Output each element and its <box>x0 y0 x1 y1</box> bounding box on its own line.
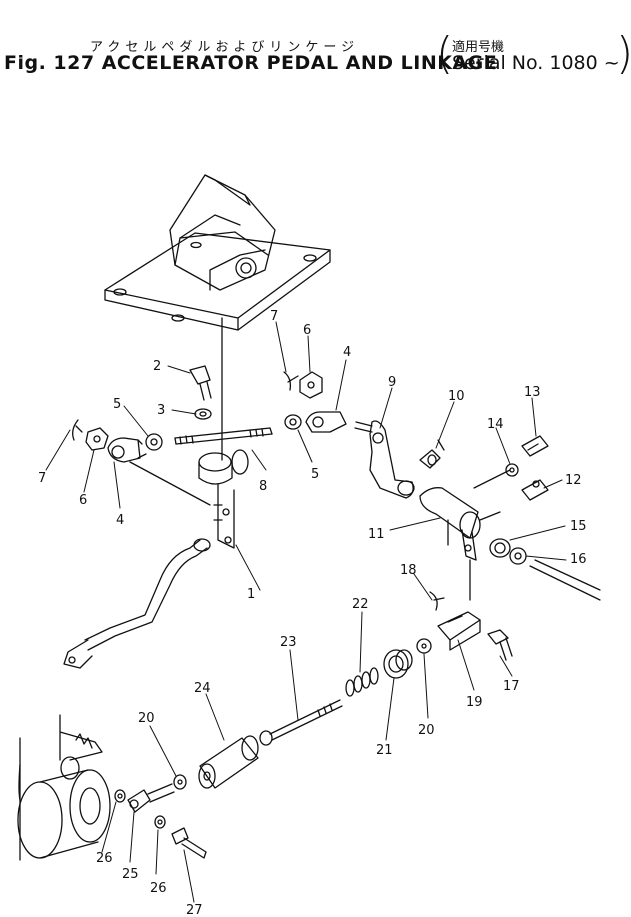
rod-23 <box>259 699 343 746</box>
nut-6-left <box>85 427 109 451</box>
pedal-body <box>169 174 276 291</box>
nut-14 <box>505 463 519 477</box>
label-20-right: 20 <box>418 723 435 738</box>
label-5-left: 5 <box>113 397 121 412</box>
label-7-left: 7 <box>38 471 46 486</box>
spring-22 <box>345 667 379 697</box>
label-27: 27 <box>186 903 203 917</box>
lever-1 <box>198 317 249 549</box>
label-25: 25 <box>122 867 139 882</box>
label-13: 13 <box>524 385 541 400</box>
joint-leader <box>129 461 211 506</box>
cylinder-24 <box>198 735 259 789</box>
label-3: 3 <box>157 403 165 418</box>
left-parenthesis: ( <box>436 28 454 79</box>
label-15: 15 <box>570 519 587 534</box>
nut-20-right <box>416 638 432 654</box>
label-12: 12 <box>565 473 582 488</box>
label-4-left: 4 <box>116 513 124 528</box>
label-2: 2 <box>153 359 161 374</box>
pin-17 <box>487 629 513 661</box>
leader-lines <box>45 321 567 903</box>
pedal-plate <box>104 232 331 331</box>
nut-20-left <box>173 774 187 790</box>
clevis-19 <box>437 611 481 651</box>
serial-number: Serial No. 1080 ~ <box>452 52 620 74</box>
label-8: 8 <box>259 479 267 494</box>
label-6-left: 6 <box>79 493 87 508</box>
arm-9 <box>354 420 415 499</box>
washer-3 <box>194 408 212 420</box>
label-24: 24 <box>194 681 211 696</box>
cotter-pin-7-left <box>72 419 83 441</box>
label-23: 23 <box>280 635 297 650</box>
label-11: 11 <box>368 527 385 542</box>
fitting-12 <box>521 479 549 501</box>
label-26-right: 26 <box>150 881 167 896</box>
label-6-right: 6 <box>303 323 311 338</box>
label-18: 18 <box>400 563 417 578</box>
serial-label-japanese: 適用号機 <box>452 40 505 55</box>
label-17: 17 <box>503 679 520 694</box>
label-4-right: 4 <box>343 345 351 360</box>
bolt-2 <box>189 365 212 401</box>
label-10: 10 <box>448 389 465 404</box>
figure-title: Fig. 127 ACCELERATOR PEDAL AND LINKAGE <box>4 52 498 74</box>
bolt-13 <box>521 435 549 457</box>
fitting-10 <box>419 439 445 469</box>
washer-26-right <box>154 815 166 829</box>
title-japanese: アクセルペダルおよびリンケージ <box>90 40 360 55</box>
rod-8 <box>174 427 273 445</box>
nut-5-right <box>284 414 302 430</box>
label-22: 22 <box>352 597 369 612</box>
bushing-15 <box>489 538 511 558</box>
right-parenthesis: ) <box>616 28 631 79</box>
spring-seat-21 <box>383 649 413 679</box>
nut-6-right <box>299 371 323 399</box>
label-5-right: 5 <box>311 467 319 482</box>
cotter-pin-18 <box>429 591 445 611</box>
washer-26-left <box>114 789 126 803</box>
label-1: 1 <box>247 587 255 602</box>
joint-4-right <box>305 411 347 433</box>
shaft-11 <box>419 469 511 601</box>
label-16: 16 <box>570 552 587 567</box>
pedal-linkage-rod <box>63 538 211 669</box>
nut-16 <box>509 547 527 565</box>
joint-4-left <box>107 437 147 463</box>
label-14: 14 <box>487 417 504 432</box>
shaft-end <box>529 559 601 601</box>
label-9: 9 <box>388 375 396 390</box>
label-7-right: 7 <box>270 309 278 324</box>
nut-5-left <box>145 433 163 451</box>
label-21: 21 <box>376 743 393 758</box>
label-26-left: 26 <box>96 851 113 866</box>
label-20-left: 20 <box>138 711 155 726</box>
rod-end-25 <box>127 783 175 813</box>
bolt-27 <box>171 827 207 859</box>
label-19: 19 <box>466 695 483 710</box>
bracket-assembly <box>17 714 111 861</box>
cotter-pin-7-right <box>283 371 299 391</box>
